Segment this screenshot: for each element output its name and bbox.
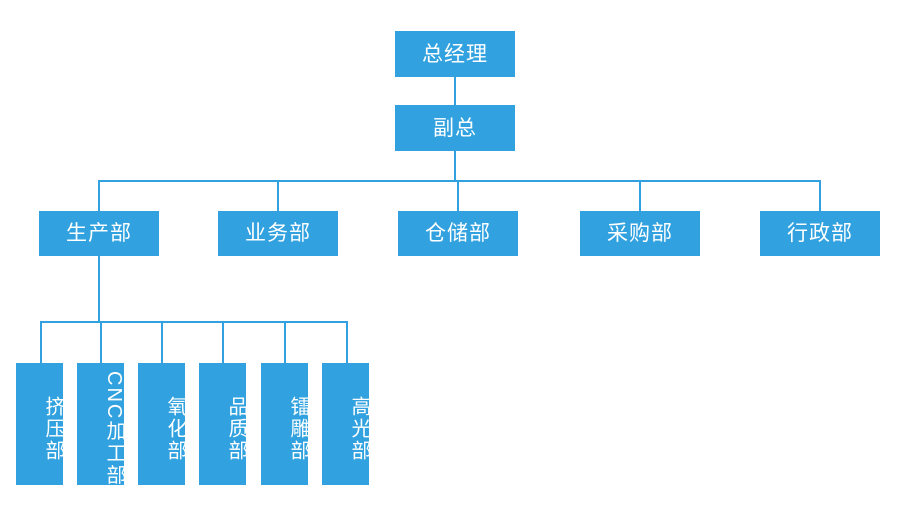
node-label-anodizing: 氧化部 bbox=[164, 396, 186, 462]
node-business[interactable]: 业务部 bbox=[218, 211, 338, 256]
node-high-gloss[interactable]: 高光部 bbox=[322, 363, 370, 485]
node-label-vice-general-manager: 副总 bbox=[433, 116, 477, 140]
node-administration[interactable]: 行政部 bbox=[760, 211, 880, 256]
connector-drop-production bbox=[98, 180, 100, 211]
node-laser-engraving[interactable]: 镭雕部 bbox=[261, 363, 309, 485]
connector-drop-administration bbox=[819, 180, 821, 211]
connector-drop-purchasing bbox=[639, 180, 641, 211]
connector-bus-level4 bbox=[40, 321, 348, 323]
node-anodizing[interactable]: 氧化部 bbox=[138, 363, 186, 485]
connector-bus-level3 bbox=[98, 180, 821, 182]
connector-gm-to-vp bbox=[454, 77, 456, 105]
node-label-purchasing: 采购部 bbox=[607, 222, 673, 245]
node-label-warehouse: 仓储部 bbox=[425, 222, 491, 245]
node-label-administration: 行政部 bbox=[787, 222, 853, 245]
connector-drop-business bbox=[277, 180, 279, 211]
node-label-cnc-machining: CNC加工部 bbox=[103, 371, 125, 487]
node-label-laser-engraving: 镭雕部 bbox=[287, 396, 309, 462]
connector-drop-anodizing bbox=[161, 321, 163, 363]
connector-drop-warehouse bbox=[457, 180, 459, 211]
connector-drop-cnc bbox=[100, 321, 102, 363]
node-quality[interactable]: 品质部 bbox=[199, 363, 247, 485]
connector-vp-stem bbox=[454, 151, 456, 180]
connector-drop-laser bbox=[284, 321, 286, 363]
node-production[interactable]: 生产部 bbox=[39, 211, 159, 256]
node-extrusion[interactable]: 挤压部 bbox=[16, 363, 64, 485]
connector-production-stem bbox=[98, 255, 100, 321]
node-label-quality: 品质部 bbox=[225, 396, 247, 462]
node-label-high-gloss: 高光部 bbox=[348, 396, 370, 462]
node-warehouse[interactable]: 仓储部 bbox=[398, 211, 518, 256]
connector-drop-quality bbox=[222, 321, 224, 363]
node-cnc-machining[interactable]: CNC加工部 bbox=[77, 363, 125, 487]
node-general-manager[interactable]: 总经理 bbox=[395, 31, 515, 77]
node-label-production: 生产部 bbox=[66, 222, 132, 245]
connector-drop-extrusion bbox=[40, 321, 42, 363]
connector-drop-high-gloss bbox=[346, 321, 348, 363]
node-label-general-manager: 总经理 bbox=[422, 42, 488, 66]
node-purchasing[interactable]: 采购部 bbox=[580, 211, 700, 256]
node-label-business: 业务部 bbox=[245, 222, 311, 245]
node-vice-general-manager[interactable]: 副总 bbox=[395, 105, 515, 151]
node-label-extrusion: 挤压部 bbox=[42, 396, 64, 462]
